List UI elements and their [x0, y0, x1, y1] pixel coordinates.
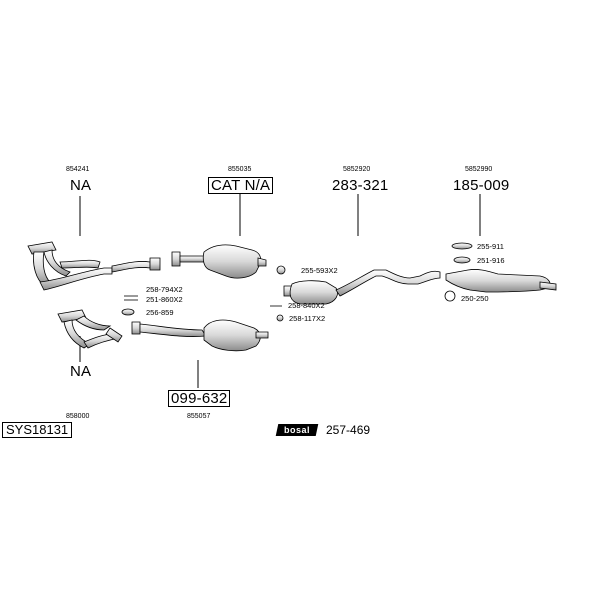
brand-logo-text: bosal — [283, 425, 310, 435]
intermediate-pipe — [283, 269, 441, 305]
part-label-255-593: 255-593X2 — [301, 266, 338, 275]
part-label-251-916: 251-916 — [477, 256, 505, 265]
catalytic-converter-lower — [131, 319, 269, 352]
part-label-258-117: 258-117X2 — [289, 314, 326, 323]
system-code: SYS18131 — [2, 422, 73, 438]
brand-logo: bosal — [275, 424, 319, 436]
clamp-icon — [276, 265, 286, 275]
price-855057: 099-632 — [168, 390, 231, 407]
leader-lines — [79, 194, 481, 388]
part-number-855057: 855057 — [187, 413, 211, 420]
part-number-5852920: 5852920 — [343, 166, 371, 173]
catalytic-converter-upper — [171, 244, 267, 279]
part-label-255-911: 255-911 — [477, 242, 504, 251]
rubber-mount-icon — [453, 256, 471, 264]
rear-silencer — [445, 269, 557, 293]
exhaust-manifold-lower — [57, 309, 123, 349]
part-label-250-250: 250-250 — [461, 294, 489, 303]
gasket-icon — [121, 308, 135, 316]
part-label-258-840: 258-840X2 — [288, 301, 325, 310]
ring-clamp-icon — [444, 290, 456, 302]
part-number-858000: 858000 — [66, 413, 90, 420]
part-number-5852990: 5852990 — [465, 166, 493, 173]
price-5852920: 283-321 — [332, 177, 389, 194]
exhaust-manifold-upper — [27, 241, 161, 291]
brand-reference: 257-469 — [326, 423, 371, 437]
small-parts — [121, 242, 473, 322]
part-number-855035: 855035 — [228, 166, 252, 173]
price-854241: NA — [70, 177, 92, 194]
nut-icon — [276, 314, 284, 322]
price-858000: NA — [70, 363, 92, 380]
price-5852990: 185-009 — [453, 177, 510, 194]
part-label-251-860: 251-860X2 — [146, 295, 183, 304]
part-label-258-794: 258-794X2 — [146, 285, 183, 294]
mount-icon — [451, 242, 473, 250]
price-855035: CAT N/A — [208, 177, 274, 194]
part-label-256-859: 256-859 — [146, 308, 174, 317]
part-number-854241: 854241 — [66, 166, 90, 173]
